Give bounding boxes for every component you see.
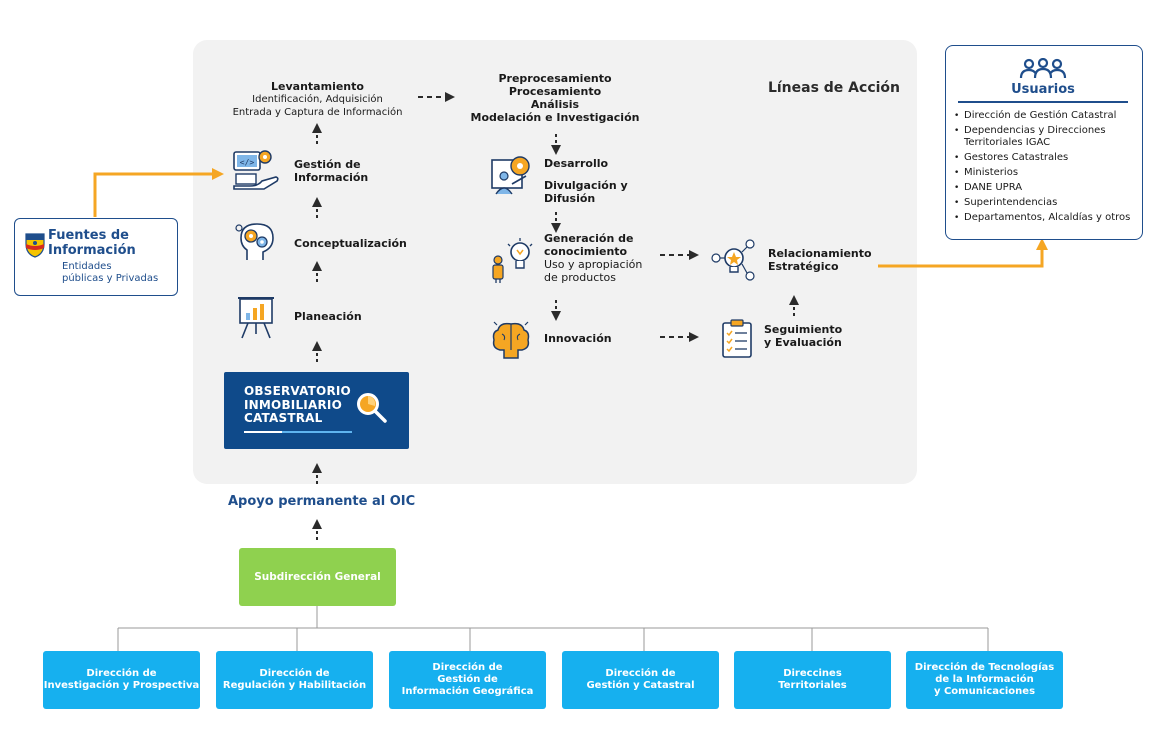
clipboard-checklist-icon xyxy=(722,319,752,358)
usuario-item: Gestores Catastrales xyxy=(954,152,1138,164)
generacion-line4: de productos xyxy=(544,271,617,284)
fuentes-title-line1: Fuentes de xyxy=(48,228,129,243)
relacionamiento-label: Relacionamiento Estratégico xyxy=(768,247,872,273)
prep-line3: Análisis xyxy=(530,98,580,111)
innovacion-label: Innovación xyxy=(544,332,612,345)
colombia-shield-icon xyxy=(25,233,45,258)
generacion-line3: Uso y apropiación xyxy=(544,258,643,271)
developer-gear-icon xyxy=(491,156,530,195)
brain-icon xyxy=(492,321,530,359)
prep-line4: Modelación e Investigación xyxy=(470,111,640,124)
oic-line1: OBSERVATORIO xyxy=(244,384,351,398)
oic-underline-highlight xyxy=(244,431,282,433)
usuarios-divider xyxy=(958,101,1128,103)
oic-line2: INMOBILIARIO xyxy=(244,397,342,412)
head-gears-icon xyxy=(235,223,274,260)
generacion-line1: Generación de xyxy=(544,232,634,245)
divulgacion-line2: Difusión xyxy=(544,192,596,205)
planeacion-label: Planeación xyxy=(294,310,362,323)
presentation-board-icon xyxy=(238,297,274,339)
usuario-item: Ministerios xyxy=(954,167,1138,179)
fuentes-subtitle: Entidades públicas y Privadas xyxy=(62,261,158,285)
subdireccion-box[interactable]: Subdirección General xyxy=(239,548,396,606)
lightbulb-network-icon xyxy=(711,239,755,281)
seguimiento-label: Seguimiento y Evaluación xyxy=(764,323,842,349)
usuarios-title: Usuarios xyxy=(1011,82,1075,97)
magnifier-chart-icon xyxy=(357,393,387,423)
fuentes-connector xyxy=(93,168,224,217)
relacionamiento-line1: Relacionamiento xyxy=(768,247,872,260)
gestion-line1: Gestión de xyxy=(294,158,361,171)
usuario-item: Dirección de Gestión Catastral xyxy=(954,110,1138,122)
fuentes-title-line2: Información xyxy=(48,243,136,258)
usuarios-connector xyxy=(878,238,1048,268)
gestion-line2: Información xyxy=(294,171,369,184)
oic-underline xyxy=(244,431,352,433)
fuentes-sub-line2: públicas y Privadas xyxy=(62,273,159,284)
usuario-item: Superintendencias xyxy=(954,197,1138,209)
seguimiento-line1: Seguimiento xyxy=(764,323,843,336)
oic-line3: CATASTRAL xyxy=(244,411,323,425)
usuario-item: DANE UPRA xyxy=(954,182,1138,194)
apoyo-label: Apoyo permanente al OIC xyxy=(228,494,416,509)
desarrollo-label: Desarrollo xyxy=(544,157,609,170)
levantamiento-block: Levantamiento Identificación, Adquisició… xyxy=(215,80,420,119)
generacion-line2: conocimiento xyxy=(544,245,628,258)
fuentes-sub-line1: Entidades xyxy=(62,261,112,272)
preprocesamiento-block: Preprocesamiento Procesamiento Análisis … xyxy=(455,72,655,124)
usuario-item: Departamentos, Alcaldías y otros xyxy=(954,212,1138,224)
levantamiento-line2: Entrada y Captura de Información xyxy=(232,107,403,118)
oic-title: OBSERVATORIO INMOBILIARIO CATASTRAL xyxy=(244,384,351,426)
oic-box[interactable] xyxy=(224,372,409,449)
fuentes-box[interactable] xyxy=(14,218,178,296)
prep-line2: Procesamiento xyxy=(508,85,602,98)
divulgacion-label: Divulgación y Difusión xyxy=(544,179,628,205)
computer-gear-hand-icon: </> xyxy=(233,150,279,190)
conceptualizacion-label: Conceptualización xyxy=(294,237,407,250)
levantamiento-line1: Identificación, Adquisición xyxy=(252,94,383,105)
usuario-item: Dependencias y Direcciones Territoriales… xyxy=(954,125,1138,149)
person-lightbulb-icon xyxy=(492,238,533,283)
fuentes-title: Fuentes de Información xyxy=(48,228,136,258)
generacion-label: Generación de conocimiento Uso y apropia… xyxy=(544,232,642,284)
divulgacion-line1: Divulgación y xyxy=(544,179,628,192)
seguimiento-line2: y Evaluación xyxy=(764,336,842,349)
usuarios-list: Dirección de Gestión Catastral Dependenc… xyxy=(954,110,1138,227)
relacionamiento-line2: Estratégico xyxy=(768,260,839,273)
levantamiento-title: Levantamiento xyxy=(271,80,364,93)
svg-text:</>: </> xyxy=(240,158,255,167)
gestion-label: Gestión de Información xyxy=(294,158,368,184)
prep-line1: Preprocesamiento xyxy=(498,72,612,85)
users-group-icon xyxy=(1019,58,1067,79)
panel-title: Líneas de Acción xyxy=(767,80,900,96)
